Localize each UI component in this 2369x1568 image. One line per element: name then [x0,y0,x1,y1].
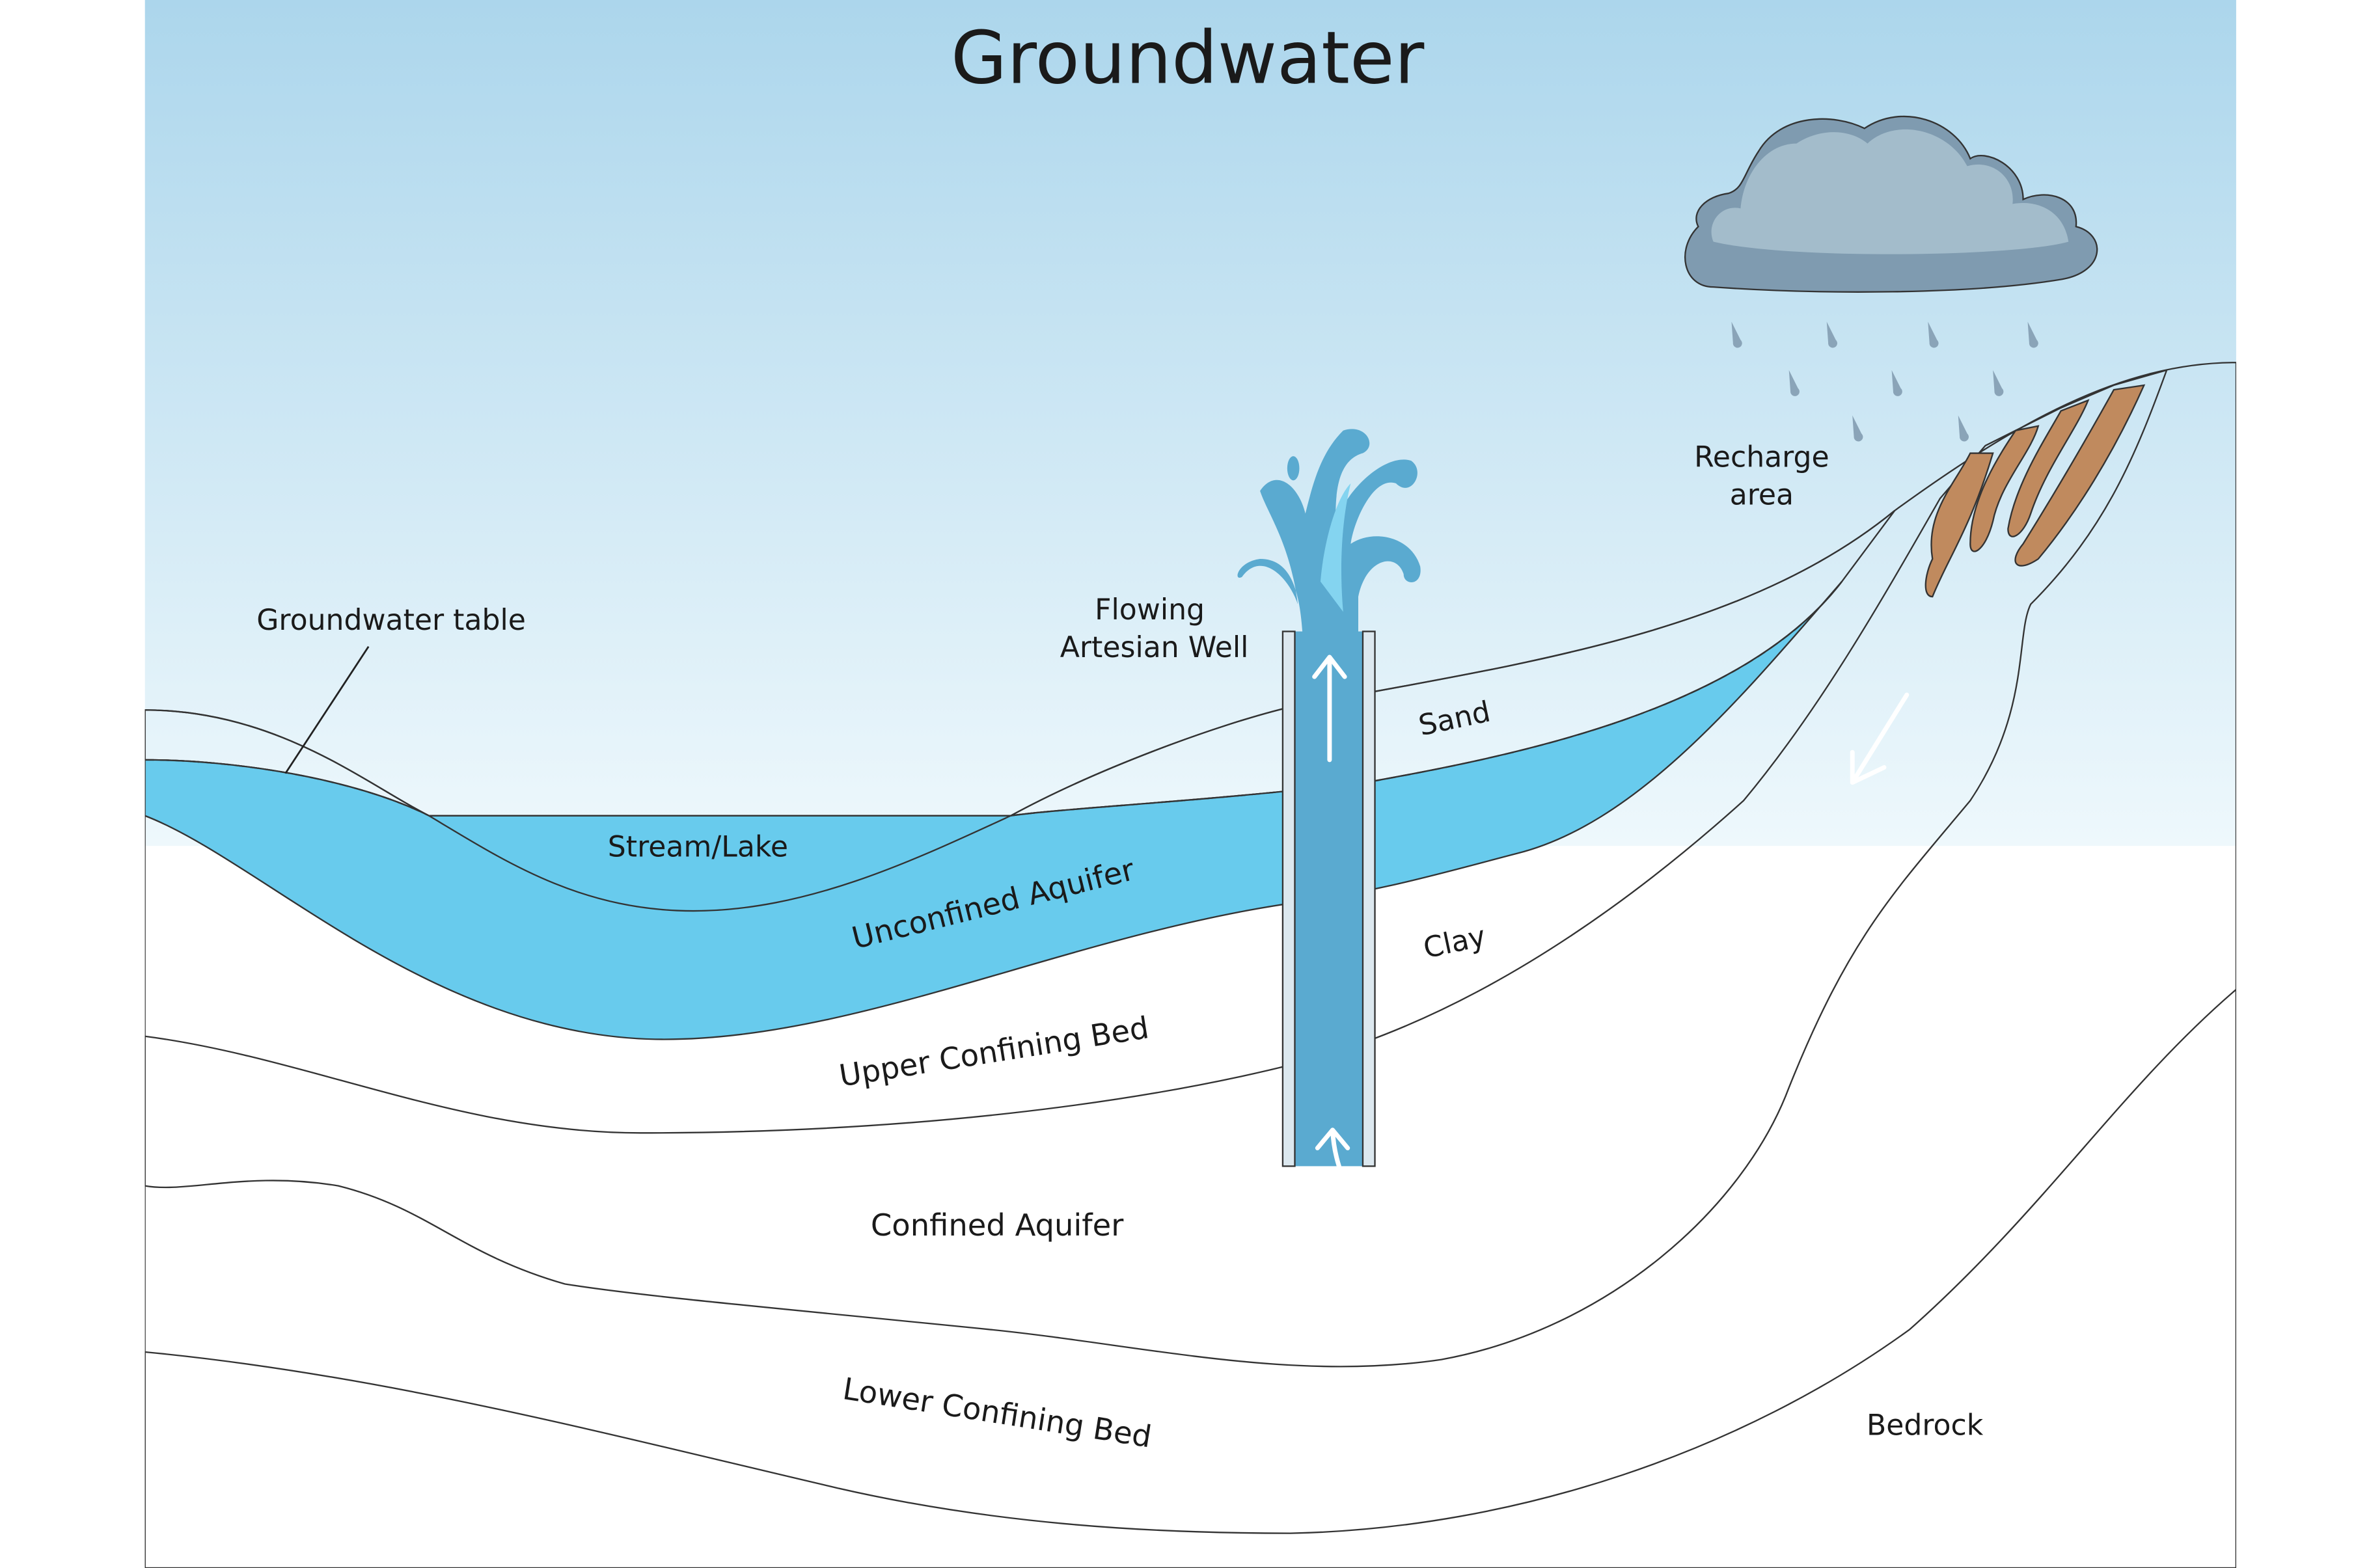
label-upper-confining-bed: Upper Confining Bed [837,1010,1151,1094]
stream-lake [426,815,1011,912]
page-title: Groundwater [951,17,1425,101]
label-lower-confining-bed: Lower Confining Bed [840,1371,1154,1454]
well-casing-right [1362,630,1376,1167]
flow-arrows [544,655,1910,1261]
recharge-channels [1924,384,2146,598]
label-stream-lake: Stream/Lake [608,830,788,863]
groundwater-table-pointer [284,645,370,774]
label-recharge: Recharge [1694,440,1829,474]
unconfined-aquifer [144,581,1842,1040]
label-bedrock: Bedrock [1867,1409,1984,1442]
fountain-icon [1237,429,1421,632]
label-clay: Clay [1421,920,1489,966]
arrow-converge-left-icon [1209,1183,1326,1261]
rain-drops-icon [1731,321,2038,442]
arrow-up-icon [1312,655,1347,763]
label-groundwater-table: Groundwater table [256,604,526,637]
arrow-down-left-icon [1608,1012,1680,1093]
label-confined-aquifer: Confined Aquifer [871,1208,1124,1243]
arrow-right-icon [544,1195,655,1234]
cloud-icon [1684,115,2098,293]
label-recharge-area: area [1730,478,1794,511]
bedrock [144,988,2236,1568]
label-artesian-well: Artesian Well [1060,631,1249,664]
groundwater-table-line [144,581,1842,817]
arrow-converge-right-icon [1315,1128,1451,1261]
label-flowing: Flowing [1095,593,1205,627]
arrow-down-left-icon [1850,692,1910,785]
confined-aquifer [144,369,2169,1368]
well-casing-left [1281,630,1296,1167]
